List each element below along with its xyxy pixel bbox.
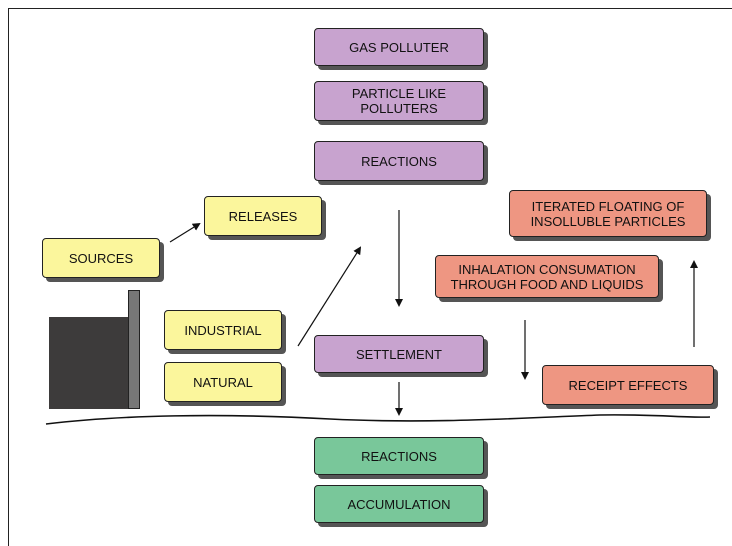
receipt-effects-label: RECEIPT EFFECTS [568,377,688,393]
particle-polluters-label-line2: POLLUTERS [360,101,438,116]
natural-label: NATURAL [193,374,253,390]
factory-building [49,317,129,409]
natural-box: NATURAL [164,362,282,402]
accumulation-label: ACCUMULATION [347,496,451,512]
sources-box: SOURCES [42,238,160,278]
releases-label: RELEASES [228,208,298,224]
iterated-floating-label-line1: ITERATED FLOATING OF [531,198,685,214]
settlement-label: SETTLEMENT [356,346,442,362]
reactions-bottom-label: REACTIONS [361,448,437,464]
iterated-floating-box: ITERATED FLOATING OF INSOLLUBLE PARTICLE… [509,190,707,237]
inhalation-label-line2: THROUGH FOOD AND LIQUIDS [450,276,644,292]
particle-polluters-box: PARTICLE LIKE POLLUTERS [314,81,484,121]
releases-box: RELEASES [204,196,322,236]
accumulation-box: ACCUMULATION [314,485,484,523]
factory-chimney [128,290,140,409]
iterated-floating-label-line2: INSOLLUBLE PARTICLES [530,213,686,229]
sources-label: SOURCES [68,250,134,266]
reactions-top-label: REACTIONS [361,153,437,169]
reactions-top-box: REACTIONS [314,141,484,181]
inhalation-label-line1: INHALATION CONSUMATION [458,261,636,277]
reactions-bottom-box: REACTIONS [314,437,484,475]
industrial-label: INDUSTRIAL [184,322,262,338]
gas-polluter-box: GAS POLLUTER [314,28,484,66]
receipt-effects-box: RECEIPT EFFECTS [542,365,714,405]
inhalation-box: INHALATION CONSUMATION THROUGH FOOD AND … [435,255,659,298]
industrial-box: INDUSTRIAL [164,310,282,350]
particle-polluters-label-line1: PARTICLE LIKE [351,86,447,101]
settlement-box: SETTLEMENT [314,335,484,373]
gas-polluter-label: GAS POLLUTER [349,39,449,55]
diagram-frame [8,8,732,546]
